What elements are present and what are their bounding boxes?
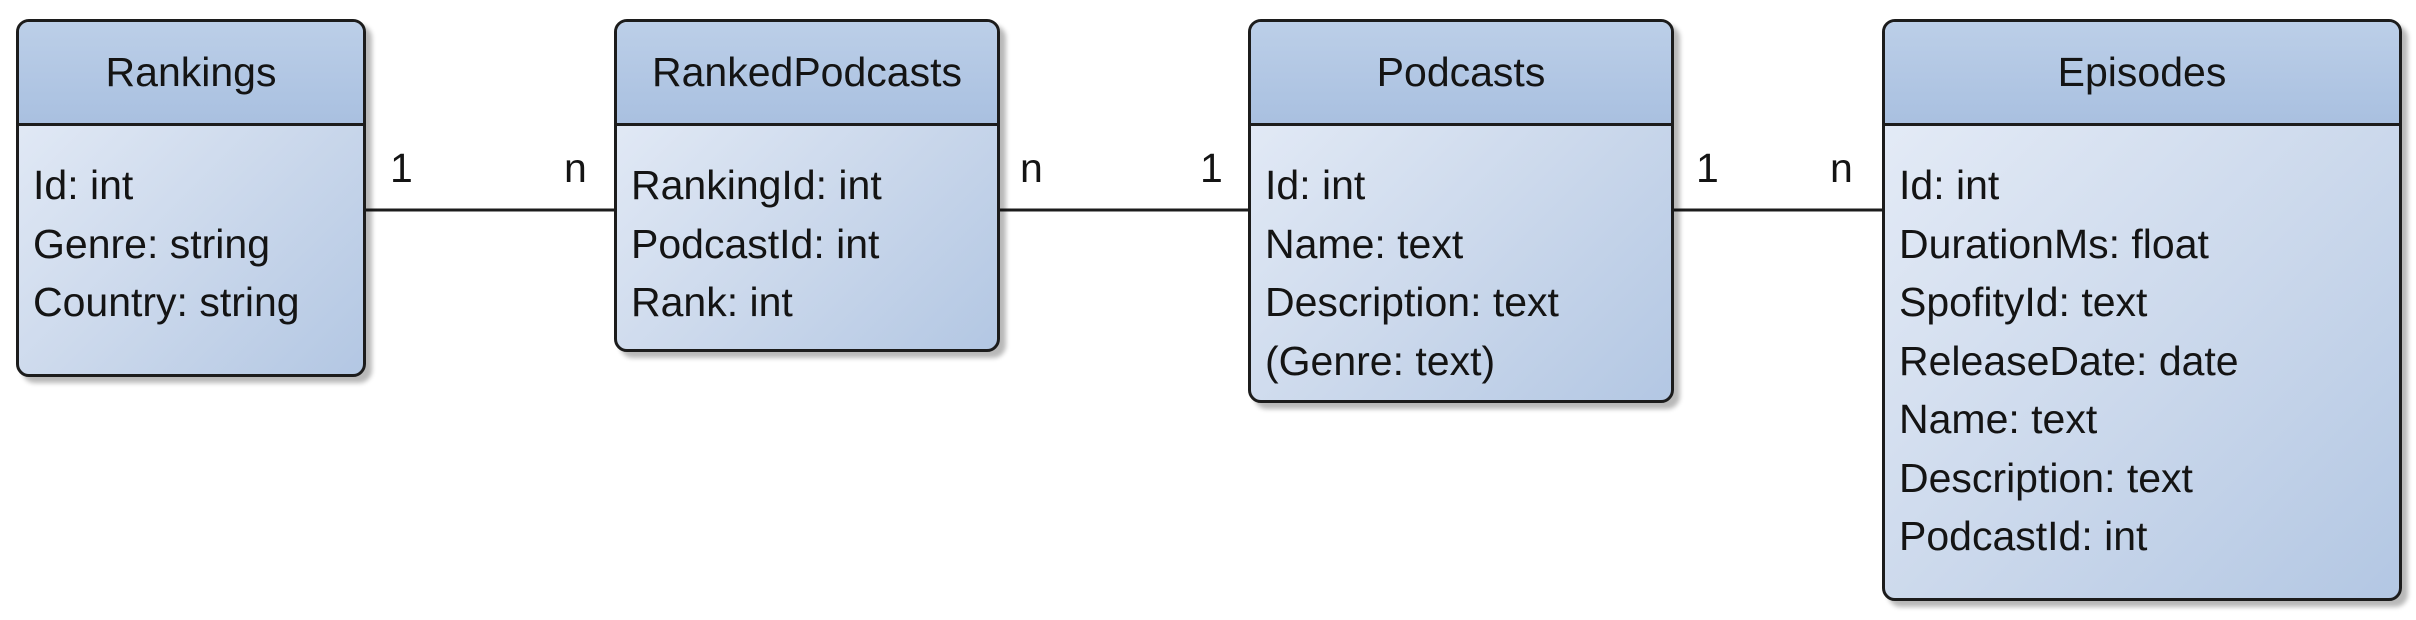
entity-rankedpodcasts: RankedPodcasts RankingId: int PodcastId:… — [614, 19, 1000, 352]
attribute-list: Id: int Name: text Description: text (Ge… — [1251, 126, 1671, 390]
entity-title: Podcasts — [1251, 22, 1671, 126]
attribute: SpofityId: text — [1899, 279, 2148, 325]
attribute: PodcastId: int — [631, 220, 880, 267]
entity-rankings: Rankings Id: int Genre: string Country: … — [16, 19, 366, 377]
attribute: Description: text — [1265, 279, 1559, 325]
cardinality-label: n — [1830, 145, 1853, 191]
cardinality-label: n — [564, 145, 587, 191]
attribute: Name: text — [1899, 396, 2098, 442]
entity-title: Rankings — [19, 22, 363, 126]
cardinality-label: 1 — [1200, 145, 1223, 191]
attribute: Id: int — [33, 162, 134, 208]
attribute: Id: int — [1899, 162, 2000, 208]
attribute: Id: int — [1265, 162, 1366, 208]
attribute: ReleaseDate: date — [1899, 337, 2239, 384]
attribute-list: RankingId: int PodcastId: int Rank: int — [617, 126, 997, 332]
attribute: (Genre: text) — [1265, 337, 1496, 384]
cardinality-label: 1 — [1696, 145, 1719, 191]
attribute: Genre: string — [33, 220, 270, 267]
attribute: Rank: int — [631, 279, 793, 325]
attribute: RankingId: int — [631, 162, 882, 208]
attribute: DurationMs: float — [1899, 220, 2209, 267]
attribute: Name: text — [1265, 220, 1464, 267]
attribute: Description: text — [1899, 454, 2193, 501]
entity-podcasts: Podcasts Id: int Name: text Description:… — [1248, 19, 1674, 403]
attribute-list: Id: int DurationMs: float SpofityId: tex… — [1885, 126, 2399, 566]
entity-title: RankedPodcasts — [617, 22, 997, 126]
entity-title: Episodes — [1885, 22, 2399, 126]
cardinality-label: n — [1020, 145, 1043, 191]
attribute: PodcastId: int — [1899, 513, 2148, 559]
attribute: Country: string — [33, 279, 300, 325]
cardinality-label: 1 — [390, 145, 413, 191]
attribute-list: Id: int Genre: string Country: string — [19, 126, 363, 332]
entity-episodes: Episodes Id: int DurationMs: float Spofi… — [1882, 19, 2402, 601]
